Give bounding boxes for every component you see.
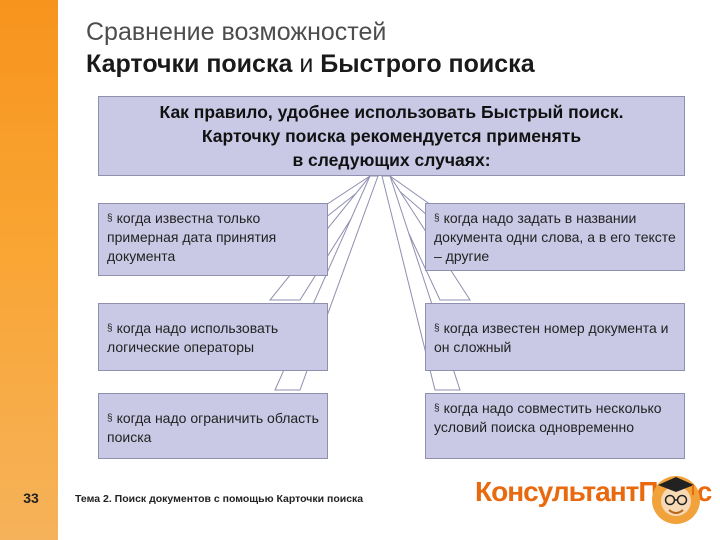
case-box-right-1: §когда надо задать в названии документа … [425,203,685,271]
title-conjunction: и [292,50,321,78]
title-term-quick: Быстрого поиска [320,50,535,78]
case-text: когда известен номер документа и он слож… [434,320,669,355]
case-text: когда надо совместить несколько условий … [434,400,662,435]
case-box-left-3: §когда надо ограничить область поиска [98,393,328,459]
main-line3: в следующих случаях: [292,150,491,170]
main-line1: Как правило, удобнее использовать Быстры… [159,102,624,122]
page-number: 33 [23,490,39,506]
case-text: когда надо задать в названии документа о… [434,210,676,264]
title-term-card: Карточки поиска [86,50,293,78]
case-box-right-3: §когда надо совместить несколько условий… [425,393,685,459]
bullet-icon: § [434,323,440,334]
accent-bar [0,0,58,540]
bullet-icon: § [434,213,440,224]
professor-mascot-icon [652,476,700,524]
case-box-left-1: §когда известна только примерная дата пр… [98,203,328,276]
case-text: когда надо использовать логические опера… [107,320,279,355]
case-box-right-2: §когда известен номер документа и он сло… [425,303,685,371]
case-text: когда надо ограничить область поиска [107,410,319,445]
logo-part1: Консультант [475,476,639,507]
slide-title-line1: Сравнение возможностей [86,18,387,46]
slide-title-line2: Карточки поиска и Быстрого поиска [86,50,535,79]
main-line2: Карточку поиска рекомендуется применять [201,126,582,146]
bullet-icon: § [434,403,440,414]
bullet-icon: § [107,413,113,424]
main-statement-box: Как правило, удобнее использовать Быстры… [98,96,685,176]
bullet-icon: § [107,323,113,334]
case-text: когда известна только примерная дата при… [107,210,277,264]
footer-topic: Тема 2. Поиск документов с помощью Карто… [75,493,364,505]
case-box-left-2: §когда надо использовать логические опер… [98,303,328,371]
bullet-icon: § [107,213,113,224]
